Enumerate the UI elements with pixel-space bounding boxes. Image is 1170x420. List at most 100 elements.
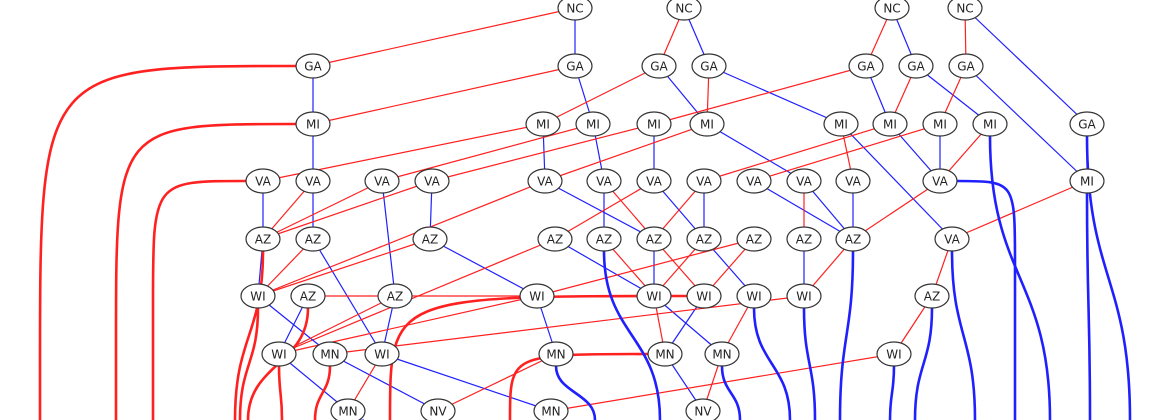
edge-red <box>312 7 576 67</box>
node-label: VA <box>424 175 440 189</box>
node-ellipse <box>786 283 822 309</box>
node-ellipse <box>420 398 456 420</box>
node-label: MN <box>541 405 560 419</box>
node-ellipse <box>245 168 281 194</box>
node-ellipse <box>686 168 722 194</box>
node-label: MI <box>586 118 600 132</box>
graph-node: GA <box>1069 111 1105 137</box>
graph-node: WI <box>240 283 276 309</box>
edge-red <box>703 123 891 182</box>
node-ellipse <box>261 341 297 367</box>
offscreen-edge-red <box>233 250 265 420</box>
node-ellipse <box>533 398 569 420</box>
node-label: MI <box>536 118 550 132</box>
offscreen-edge-blue <box>950 250 977 420</box>
node-ellipse <box>848 53 884 79</box>
graph-node: MI <box>525 111 561 137</box>
node-label: MI <box>306 118 320 132</box>
node-label: MN <box>338 405 357 419</box>
edge-blue <box>965 65 1088 182</box>
node-label: AZ <box>924 290 940 304</box>
node-label: MI <box>700 118 714 132</box>
edge-red <box>381 123 594 182</box>
offscreen-edge-red <box>277 365 284 420</box>
graph-node: MN <box>312 341 348 367</box>
node-ellipse <box>947 0 983 21</box>
node-ellipse <box>364 168 400 194</box>
node-label: AZ <box>387 290 403 304</box>
node-label: VA <box>305 175 321 189</box>
node-ellipse <box>586 168 622 194</box>
graph-node: WI <box>786 283 822 309</box>
graph-node: VA <box>245 168 281 194</box>
graph-node: NC <box>666 0 702 21</box>
offscreen-edge-red <box>38 64 297 420</box>
node-ellipse <box>636 226 672 252</box>
node-label: NC <box>956 2 973 16</box>
edge-blue <box>544 180 655 240</box>
offscreen-edge-red <box>313 365 332 420</box>
offscreen-edge-blue <box>838 250 855 420</box>
edge-red <box>536 238 755 297</box>
graph-node: VA <box>686 168 722 194</box>
graph-node: VA <box>934 226 970 252</box>
node-label: WI <box>529 290 544 304</box>
graph-node: MN <box>330 398 366 420</box>
graph-node: MI <box>689 111 725 137</box>
graph-node: WI <box>736 283 772 309</box>
node-label: AZ <box>646 233 662 247</box>
graph-node: MI <box>1069 168 1105 194</box>
graph-node: WI <box>686 283 722 309</box>
node-label: GA <box>700 60 718 74</box>
node-ellipse <box>666 0 702 21</box>
offscreen-edge-blue <box>752 307 792 420</box>
node-label: MN <box>320 348 339 362</box>
graph-node: AZ <box>537 226 573 252</box>
graph-node: MN <box>704 341 740 367</box>
node-ellipse <box>557 53 593 79</box>
graph-node: MI <box>872 111 908 137</box>
node-ellipse <box>948 53 984 79</box>
graph-node: NC <box>557 0 593 21</box>
node-label: AZ <box>305 233 321 247</box>
graph-node: AZ <box>412 226 448 252</box>
node-ellipse <box>704 341 740 367</box>
node-ellipse <box>736 168 772 194</box>
edge-blue <box>429 238 538 297</box>
node-ellipse <box>330 398 366 420</box>
node-label: VA <box>845 175 861 189</box>
graph-node: MN <box>647 341 683 367</box>
node-ellipse <box>245 226 281 252</box>
graph-node: VA <box>527 168 563 194</box>
node-ellipse <box>872 111 908 137</box>
node-label: MI <box>883 118 897 132</box>
node-ellipse <box>898 53 934 79</box>
node-ellipse <box>414 168 450 194</box>
node-ellipse <box>689 111 725 137</box>
offscreen-edge-blue <box>1085 192 1092 420</box>
edge-red <box>550 353 895 412</box>
node-label: MN <box>546 348 565 362</box>
graph-node: AZ <box>686 226 722 252</box>
edge-red <box>653 65 867 125</box>
node-ellipse <box>586 226 622 252</box>
edge-red <box>431 123 655 182</box>
node-label: VA <box>255 175 271 189</box>
edge-blue <box>840 123 953 240</box>
offscreen-edge-blue <box>602 250 662 420</box>
graph-node: MN <box>538 341 574 367</box>
node-label: VA <box>746 175 762 189</box>
node-ellipse <box>295 53 331 79</box>
graph-node: GA <box>848 53 884 79</box>
edge-red <box>852 180 941 240</box>
graph-node: WI <box>876 341 912 367</box>
edge-blue <box>706 123 805 182</box>
node-label: WI <box>271 348 286 362</box>
node-label: AZ <box>547 233 563 247</box>
node-ellipse <box>1069 111 1105 137</box>
node-label: MI <box>647 118 661 132</box>
node-ellipse <box>636 111 672 137</box>
node-ellipse <box>736 283 772 309</box>
node-ellipse <box>537 226 573 252</box>
